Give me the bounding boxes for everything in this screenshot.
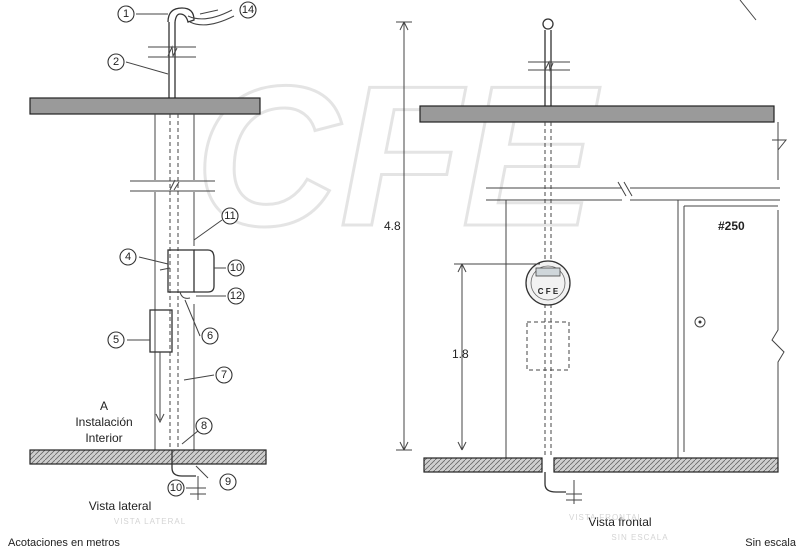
svg-text:10: 10: [170, 482, 182, 494]
floor-slab-front-right: [553, 457, 779, 473]
svg-text:5: 5: [113, 334, 119, 346]
top-right-diagonal: [739, 0, 757, 21]
break-mark-wall: [130, 179, 215, 192]
mast-pipe-upper: [168, 22, 176, 98]
conduit-dashed: [169, 114, 179, 450]
breaker-box-front: [526, 321, 570, 371]
house-number: #250: [718, 219, 745, 233]
label-installation: Instalación: [75, 415, 132, 429]
callout-13: 12: [227, 287, 245, 305]
door-frame: [677, 200, 778, 458]
lateral-view: 1 14 2 11 4 10 12 5 6 7 8 9 10 A Instala…: [29, 1, 267, 526]
floor-slab-front-left: [423, 457, 543, 473]
break-mark-upper: [148, 45, 196, 58]
ghost-caption-frontal: VISTA FRONTAL: [569, 513, 643, 522]
svg-text:2: 2: [113, 56, 119, 68]
door-knob: [694, 316, 706, 328]
underground-conduit-front: [544, 472, 566, 493]
floor-slab-lateral: [29, 449, 267, 465]
corner-break-top: [772, 139, 788, 151]
dimension-line-meter: [454, 263, 540, 451]
callout-1: 1: [117, 5, 135, 23]
conduit-front-dashed: [544, 122, 552, 458]
callout-2: 2: [107, 53, 125, 71]
meter-base-lateral: [167, 249, 195, 293]
svg-text:12: 12: [230, 290, 242, 302]
underground-conduit: [171, 450, 196, 477]
callout-5: 5: [107, 331, 125, 349]
callout-4: 4: [119, 248, 137, 266]
callout-10: 10: [167, 479, 185, 497]
meter-front: C F E: [525, 260, 571, 306]
callout-7: 7: [215, 366, 233, 384]
scale-note: Sin escala: [745, 537, 797, 549]
dimension-meter-label: 1.8: [452, 347, 469, 361]
svg-text:6: 6: [207, 330, 213, 342]
break-mark-front: [528, 60, 570, 72]
callout-12: 11: [221, 207, 239, 225]
front-view: 4.8 #250 C F E 1.8: [384, 0, 788, 542]
callout-14: 14: [239, 1, 257, 19]
label-a: A: [100, 399, 108, 413]
facade-break: [617, 181, 633, 197]
svg-text:10: 10: [230, 262, 242, 274]
door-knob-center: [698, 320, 702, 324]
ghost-caption-scale: SIN ESCALA: [611, 533, 668, 542]
caption-frontal: Vista frontal: [588, 515, 651, 529]
caption-lateral: Vista lateral: [89, 499, 151, 513]
weatherhead: [167, 7, 195, 23]
callout-8: 8: [195, 417, 213, 435]
weatherhead-front: [542, 18, 554, 30]
svg-text:1: 1: [123, 8, 129, 20]
callout-6: 6: [201, 327, 219, 345]
callout-leader-12: [193, 219, 223, 241]
svg-text:8: 8: [201, 420, 207, 432]
ghost-caption-lateral: VISTA LATERAL: [114, 517, 186, 526]
callout-11: 10: [227, 259, 245, 277]
svg-text:9: 9: [225, 476, 231, 488]
callout-leaders-lateral: [125, 9, 226, 489]
dimension-total-label: 4.8: [384, 219, 401, 233]
cfe-watermark-logo: CFE: [194, 44, 603, 270]
meter-brand-text: C F E: [538, 287, 559, 296]
roof-slab-lateral: [29, 97, 261, 115]
meter-pointer: [159, 267, 171, 271]
ground-rod: [190, 476, 206, 500]
dimension-line-total: [396, 21, 412, 451]
meter-lateral: [194, 249, 215, 293]
right-edge-break: [771, 122, 785, 458]
roof-slab-front: [419, 105, 775, 123]
ground-wire-13: [179, 291, 191, 299]
ground-rod-front: [566, 480, 582, 504]
interior-cable-arrow: [155, 352, 165, 424]
watermark-text: CFE: [195, 45, 601, 268]
svg-text:4: 4: [125, 251, 131, 263]
svg-text:14: 14: [242, 4, 254, 16]
units-note: Acotaciones en metros: [8, 537, 120, 549]
label-interior: Interior: [85, 431, 122, 445]
breaker-box: [149, 309, 173, 353]
svg-text:7: 7: [221, 369, 227, 381]
svg-text:11: 11: [224, 210, 235, 222]
callout-9: 9: [219, 473, 237, 491]
service-drop-wires: [187, 9, 235, 26]
